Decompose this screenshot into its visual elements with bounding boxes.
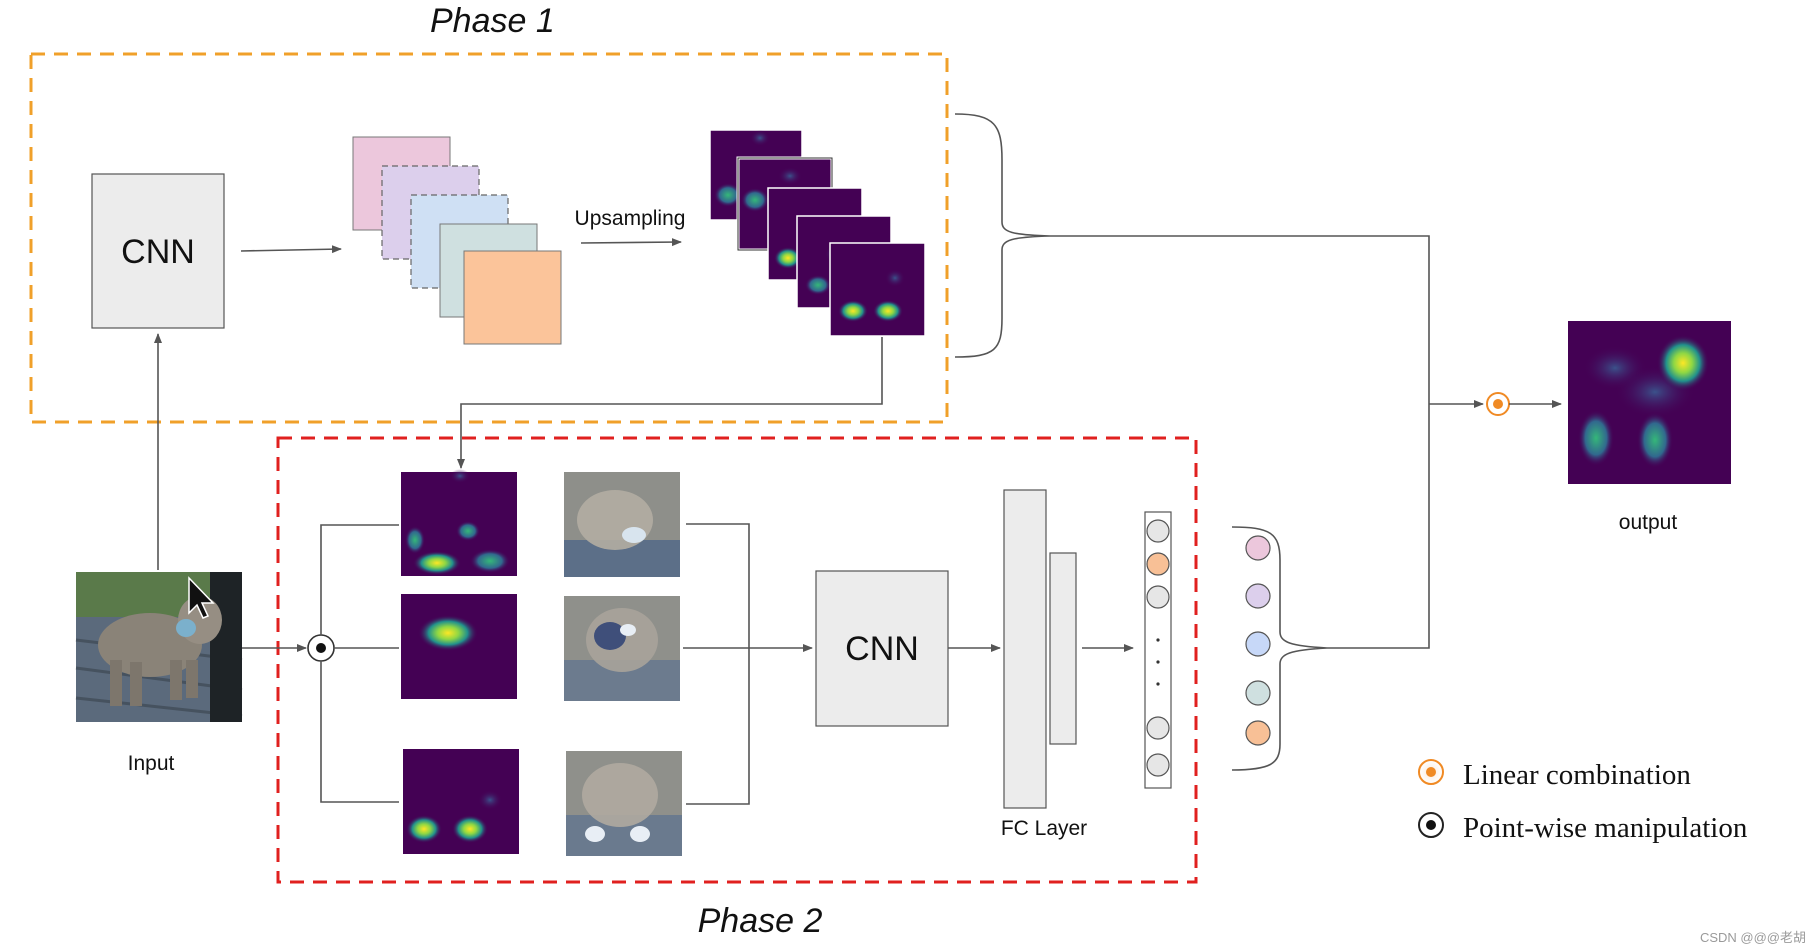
score-circle [1245, 680, 1271, 706]
masked-image [564, 596, 680, 701]
legend-linear-combination: Linear combination [1463, 759, 1691, 791]
legend-pointwise-manipulation: Point-wise manipulation [1463, 812, 1748, 844]
phase1-title: Phase 1 [430, 2, 555, 40]
neuron-node [1146, 552, 1170, 576]
neuron-node [1146, 519, 1170, 543]
cnn-to-maps-arrow [240, 245, 342, 254]
feature-map [463, 250, 562, 345]
watermark: CSDN @@@老胡 [1700, 930, 1806, 945]
heatmaps-to-phase2-arrow [457, 337, 883, 469]
phase2-cnn-label: CNN [845, 630, 919, 668]
masked-image [564, 472, 680, 577]
phase2-to-output-line [1327, 404, 1430, 649]
ellipsis-dot [1156, 638, 1160, 642]
phase1-brace [954, 113, 1051, 358]
masked-image [566, 751, 682, 856]
score-circles [1245, 535, 1271, 746]
upsampled-heatmap-stack [709, 129, 926, 337]
input-label: Input [128, 752, 175, 775]
mouse-cursor-icon [188, 576, 215, 619]
ellipsis-dot [1156, 682, 1160, 686]
upsampling-label: Upsampling [575, 207, 686, 230]
phase2-cnn-box [815, 570, 949, 727]
neuron-node [1146, 585, 1170, 609]
legend: Linear combination Point-wise manipulati… [1418, 759, 1748, 844]
phase1-cnn-label: CNN [121, 233, 195, 271]
upsampling-arrow [580, 238, 682, 247]
score-circle [1245, 535, 1271, 561]
merge-bracket [686, 523, 750, 805]
input-image [75, 572, 243, 722]
phase2-title: Phase 2 [698, 902, 823, 940]
saliency-map [401, 469, 517, 576]
feature-map-stack [352, 136, 562, 345]
output-label: output [1619, 511, 1678, 534]
saliency-map [401, 594, 517, 699]
fc-layer-label: FC Layer [1001, 817, 1087, 840]
phase2-border [276, 436, 1198, 884]
phase1-cnn-box [91, 173, 225, 329]
score-circle [1245, 583, 1271, 609]
ellipsis-dot [1156, 660, 1160, 664]
score-circle [1245, 720, 1271, 746]
output-heatmap [1568, 321, 1731, 484]
saliency-map [403, 749, 519, 854]
fc-layer-block [1049, 552, 1077, 745]
score-circle [1245, 631, 1271, 657]
branch-line-bottom [320, 661, 399, 803]
phase1-to-output-line [1050, 235, 1430, 404]
neuron-node [1146, 753, 1170, 777]
heatmap [829, 242, 926, 337]
branch-line-top [320, 524, 399, 635]
neuron-node [1146, 716, 1170, 740]
fc-layer-block [1003, 489, 1047, 809]
